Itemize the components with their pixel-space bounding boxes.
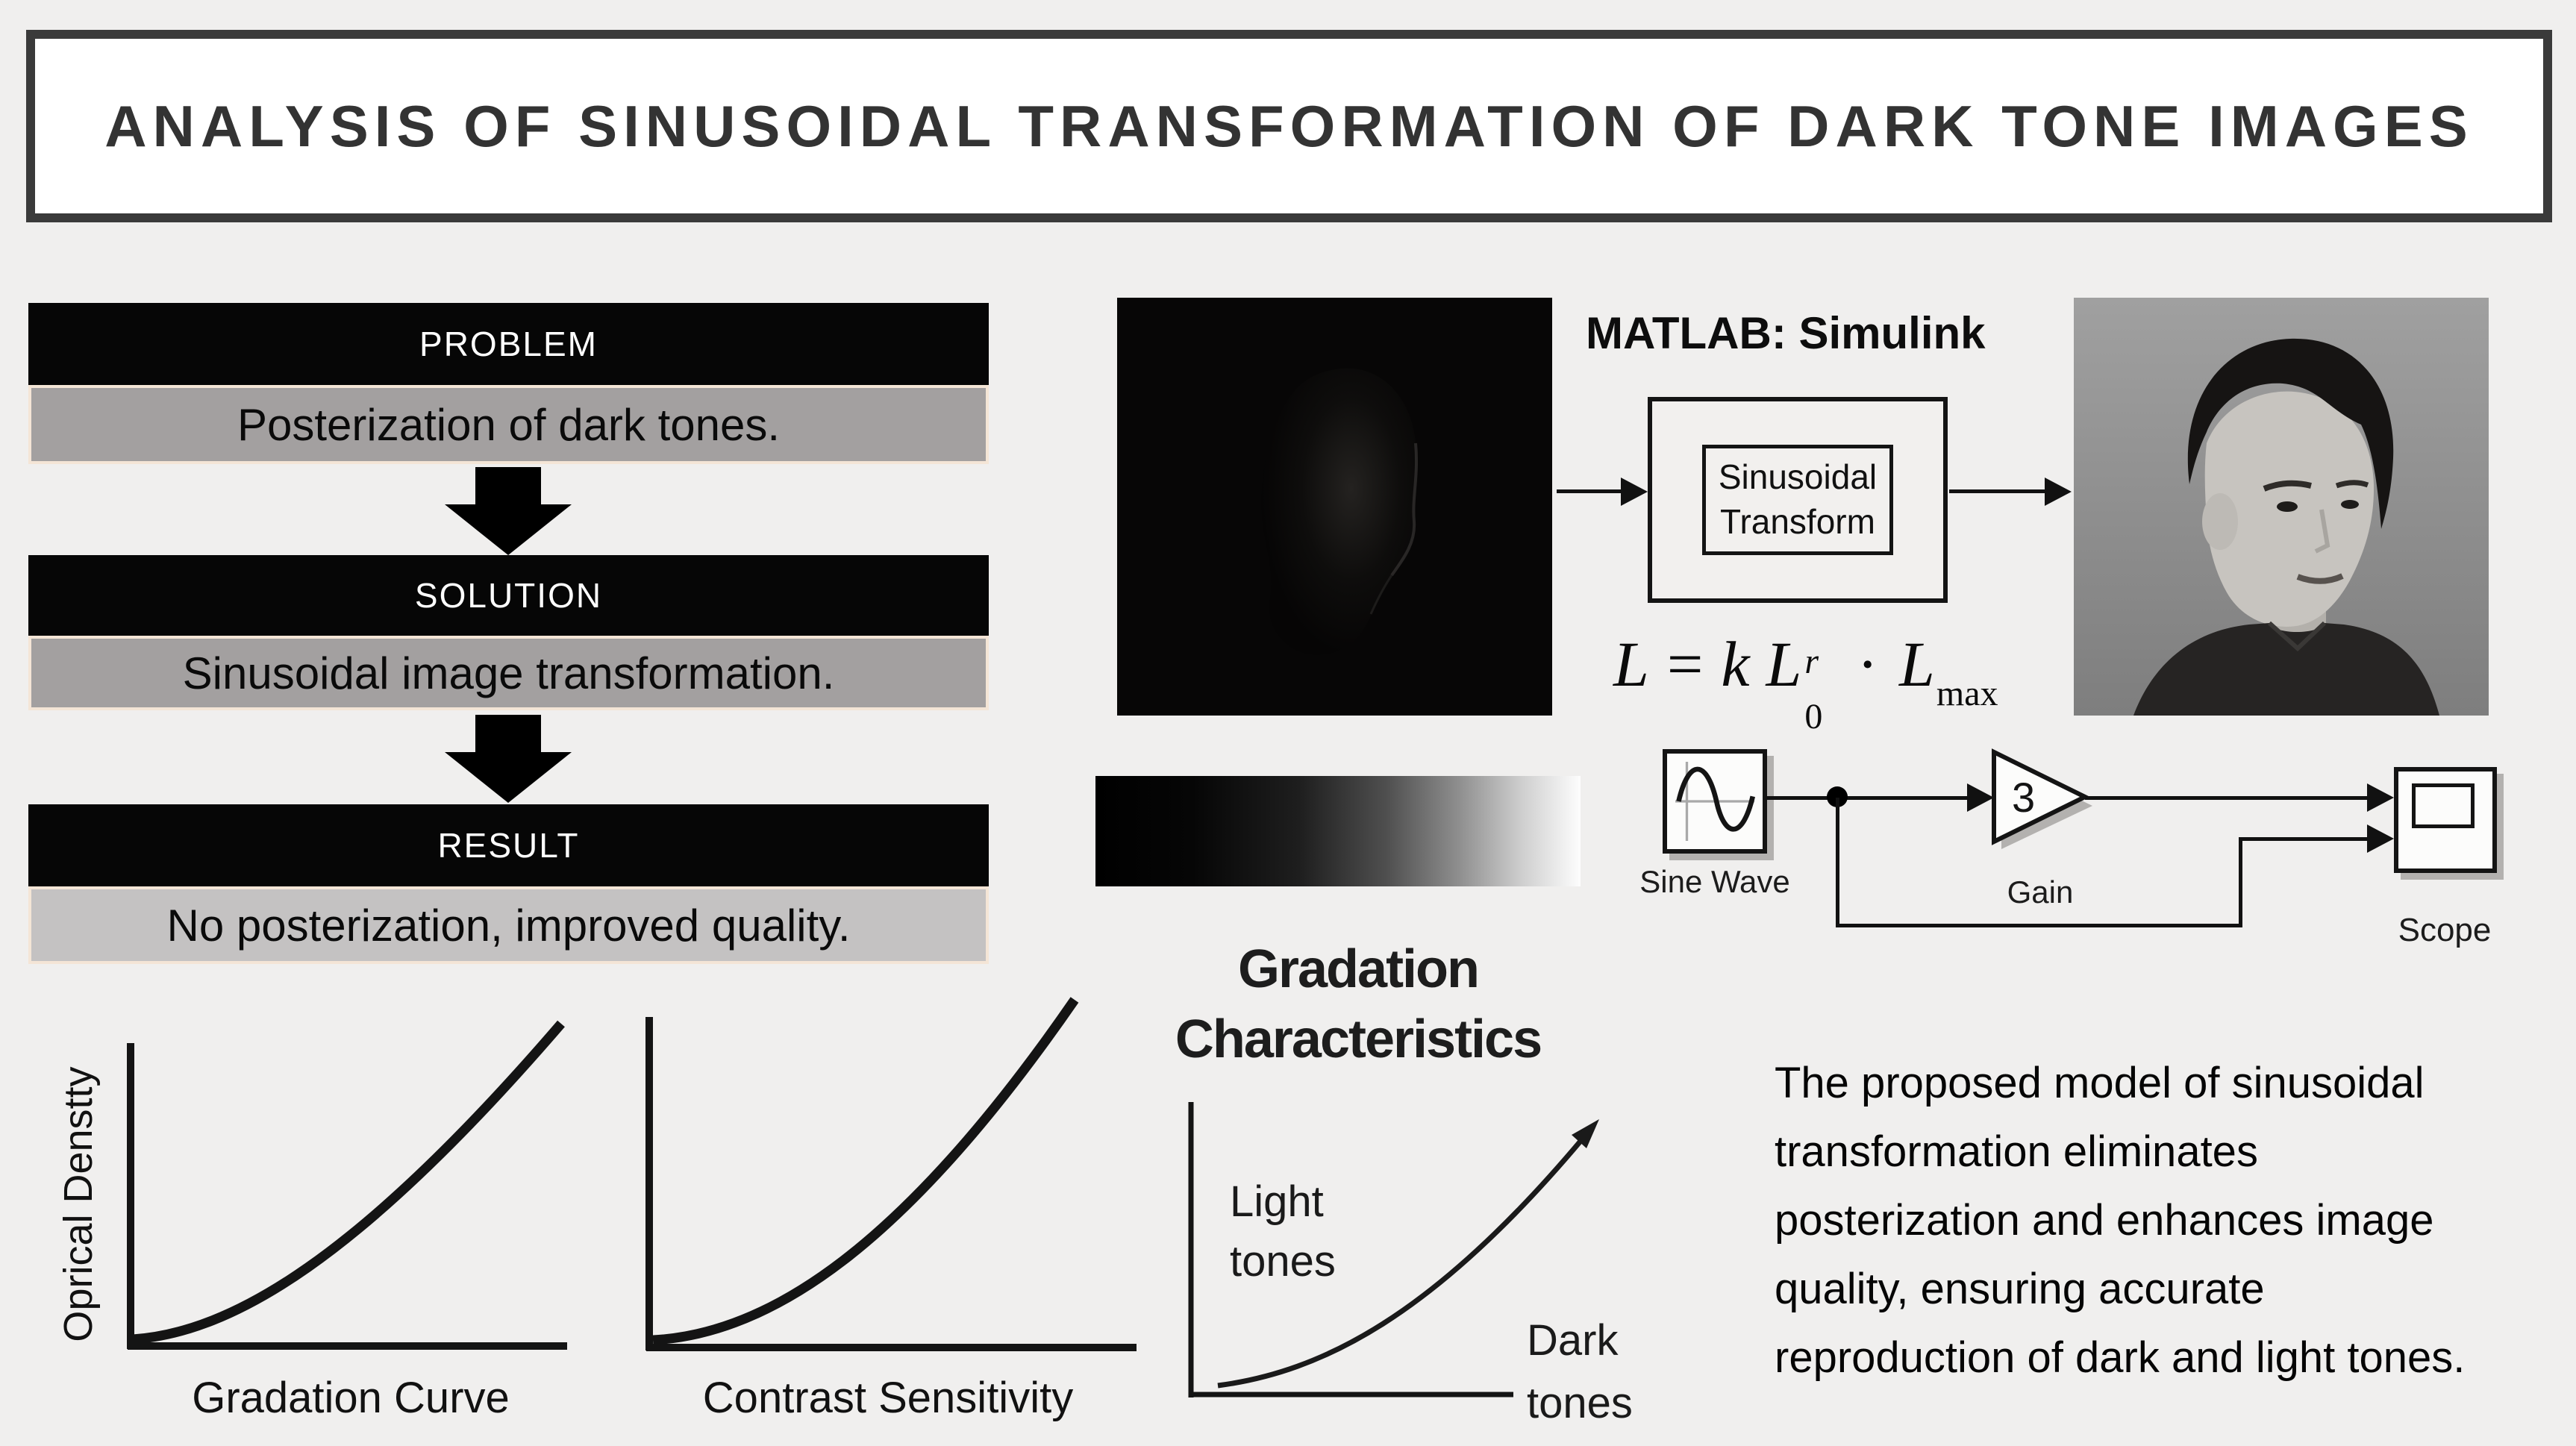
summary-line: transformation eliminates	[1775, 1127, 2258, 1176]
transform-label-line2: Transform	[1720, 502, 1875, 541]
formula-L0: L	[1766, 628, 1802, 700]
down-arrow-icon	[445, 715, 572, 803]
scope-label: Scope	[2398, 912, 2492, 948]
summary-line: reproduction of dark and light tones.	[1775, 1333, 2466, 1382]
matlab-simulink-label: MATLAB: Simulink	[1586, 308, 1986, 358]
light-tones-label: Light tones	[1230, 1180, 1336, 1283]
flow-step-problem-header-label: PROBLEM	[419, 325, 598, 363]
chart1-caption: Gradation Curve	[192, 1374, 510, 1422]
formula-L: L	[1613, 628, 1649, 700]
gradation-curve-chart	[127, 1020, 567, 1350]
flow-step-solution-header-label: SOLUTION	[414, 576, 603, 615]
formula-sub-0: 0	[1804, 697, 1823, 736]
arrowhead-icon	[1621, 478, 1648, 506]
feedback-wire-down	[1836, 798, 1839, 927]
flow-step-result-header: RESULT	[28, 804, 989, 886]
dark-tones-label: Dark tones	[1527, 1319, 1633, 1425]
summary-line: quality, ensuring accurate	[1775, 1265, 2265, 1313]
flow-step-solution-header: SOLUTION	[28, 555, 989, 636]
gain-value: 3	[2012, 774, 2035, 821]
feedback-wire-into-scope	[2239, 837, 2369, 841]
page-title: ANALYSIS OF SINUSOIDAL TRANSFORMATION OF…	[104, 93, 2474, 159]
sine-wave-block	[1663, 749, 1767, 854]
feedback-wire-up	[2239, 837, 2242, 927]
flow-step-problem-body: Posterization of dark tones.	[28, 385, 989, 464]
formula-k: k	[1721, 628, 1750, 700]
wire-out-of-transform	[1949, 489, 2048, 493]
formula-sup-r: r	[1804, 642, 1819, 681]
dark-tones-line2: tones	[1527, 1379, 1633, 1427]
scope-block	[2394, 767, 2497, 873]
gradation-heading-line1: Gradation	[1237, 939, 1480, 999]
formula-max-sub: max	[1936, 674, 1998, 713]
transform-label-line1: Sinusoidal	[1718, 457, 1878, 497]
flow-step-problem-body-label: Posterization of dark tones.	[237, 399, 781, 450]
light-tones-line2: tones	[1230, 1237, 1336, 1286]
result-portrait-image	[2074, 298, 2489, 716]
dark-portrait-image	[1117, 298, 1552, 716]
arrowhead-icon	[2045, 478, 2072, 506]
down-arrow-icon	[445, 467, 572, 555]
sine-wave-label: Sine Wave	[1639, 864, 1790, 899]
summary-line: posterization and enhances image	[1775, 1196, 2434, 1245]
sine-wave-icon	[1675, 762, 1755, 841]
flow-step-result-header-label: RESULT	[437, 826, 580, 865]
wire-into-transform	[1557, 489, 1625, 493]
gradation-heading-line2: Characteristics	[1175, 1010, 1542, 1069]
gain-block: 3	[1992, 748, 2092, 849]
formula-dot: ·	[1857, 628, 1879, 700]
formula-Lmax: L	[1899, 628, 1935, 700]
summary-line: The proposed model of sinusoidal	[1775, 1059, 2425, 1107]
wire-sine-to-gain	[1766, 796, 1970, 800]
chart2-caption: Contrast Sensitivity	[702, 1374, 1074, 1422]
title-box: ANALYSIS OF SINUSOIDAL TRANSFORMATION OF…	[26, 30, 2552, 222]
wire-gain-to-scope	[2085, 796, 2369, 800]
light-tones-line1: Light	[1230, 1177, 1324, 1226]
contrast-sensitivity-chart	[645, 997, 1137, 1351]
summary-paragraph: The proposed model of sinusoidal transfo…	[1775, 1058, 2551, 1401]
scope-screen-icon	[2412, 783, 2475, 828]
feedback-wire-across	[1836, 924, 2242, 927]
formula-equals: =	[1666, 628, 1704, 700]
flow-step-solution-body: Sinusoidal image transformation.	[28, 636, 989, 710]
gain-label: Gain	[2007, 874, 2074, 910]
gradation-characteristics-chart	[1188, 1102, 1599, 1398]
chart1-y-axis-label: Oprical Denstty	[56, 1066, 101, 1342]
flow-step-problem-header: PROBLEM	[28, 303, 989, 385]
flow-step-result-body: No posterization, improved quality.	[28, 886, 989, 964]
arrowhead-icon	[2367, 824, 2394, 853]
arrowhead-icon	[1967, 783, 1994, 812]
arrowhead-icon	[2367, 783, 2394, 812]
sinusoidal-transform-block: Sinusoidal Transform	[1648, 397, 1948, 603]
flow-step-result-body-label: No posterization, improved quality.	[166, 900, 851, 951]
sinusoidal-transform-block-inner: Sinusoidal Transform	[1702, 445, 1893, 555]
flow-step-solution-body-label: Sinusoidal image transformation.	[182, 648, 835, 698]
tone-gradient-strip	[1095, 776, 1581, 886]
dark-tones-line1: Dark	[1527, 1316, 1619, 1365]
